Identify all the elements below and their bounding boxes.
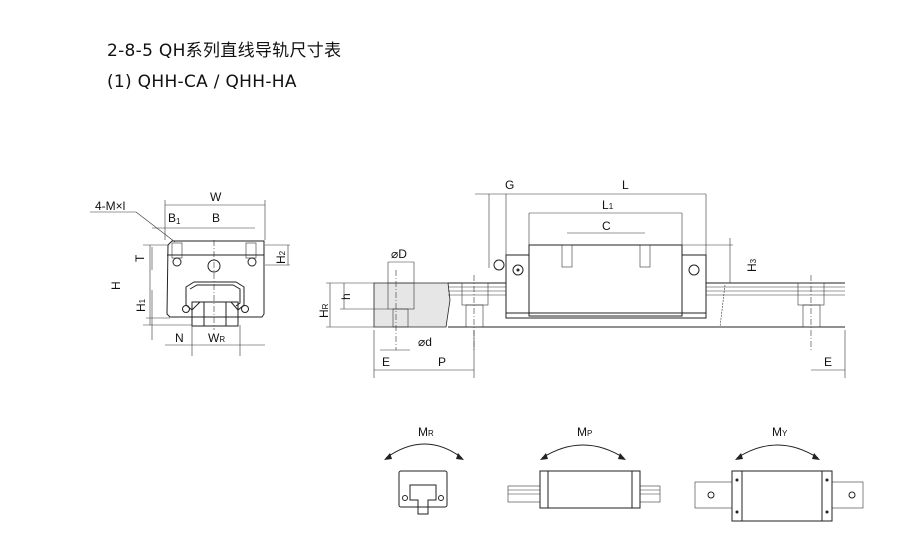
moment-MY: MY bbox=[694, 425, 864, 522]
front-view: W B1 B 4-M×l T H H1 H2 N WR bbox=[90, 190, 290, 356]
dim-T: T bbox=[133, 254, 147, 262]
dim-H: H bbox=[109, 281, 123, 290]
dim-G: G bbox=[505, 178, 514, 192]
svg-text:MY: MY bbox=[772, 425, 788, 439]
dim-E-right: E bbox=[824, 355, 832, 369]
dim-L1: L1 bbox=[602, 198, 614, 212]
dim-B1: B1 bbox=[168, 211, 181, 226]
svg-text:MP: MP bbox=[577, 425, 592, 439]
dim-L: L bbox=[622, 178, 629, 192]
dim-h: h bbox=[339, 293, 353, 300]
moment-diagrams: MR MP MY bbox=[384, 425, 864, 522]
dim-D: ⌀D bbox=[391, 247, 407, 261]
svg-text:MR: MR bbox=[418, 425, 434, 439]
dim-H2: H2 bbox=[274, 250, 288, 264]
dim-M-thread: 4-M×l bbox=[95, 199, 125, 213]
moment-MP: MP bbox=[507, 425, 661, 509]
dim-HR: HR bbox=[317, 303, 331, 318]
dim-W: W bbox=[210, 190, 222, 204]
dim-E-left: E bbox=[382, 355, 390, 369]
side-view: G L L1 C ⌀D h HR ⌀d E P E H3 bbox=[317, 178, 846, 378]
model-subheading: (1) QHH-CA / QHH-HA bbox=[107, 72, 297, 92]
dim-WR: WR bbox=[208, 331, 225, 345]
dim-d: ⌀d bbox=[418, 335, 432, 349]
dim-C: C bbox=[602, 219, 611, 233]
dim-P: P bbox=[438, 355, 446, 369]
dim-H1: H1 bbox=[134, 298, 148, 312]
dim-B: B bbox=[212, 211, 220, 225]
dim-N: N bbox=[175, 331, 184, 345]
section-heading: 2-8-5 QH系列直线导轨尺寸表 bbox=[107, 41, 342, 61]
dim-H3: H3 bbox=[745, 258, 759, 272]
moment-MR: MR bbox=[384, 425, 464, 515]
